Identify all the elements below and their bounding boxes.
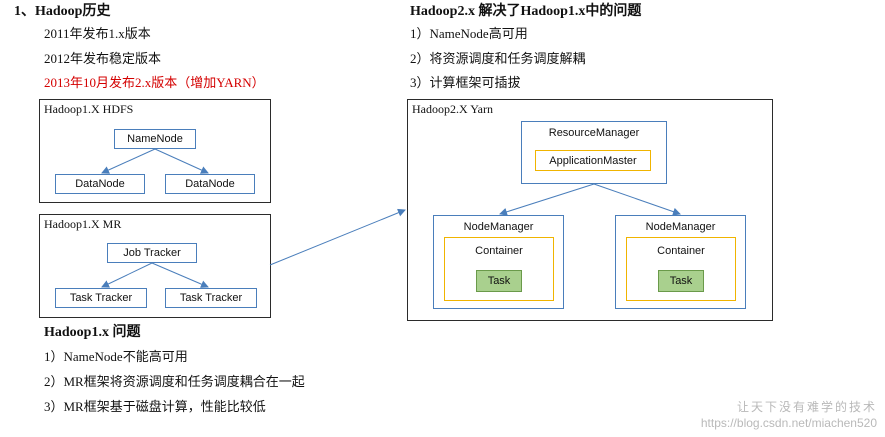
hdfs-frame-title: Hadoop1.X HDFS	[44, 102, 134, 116]
mr-jobtracker: Job Tracker	[107, 243, 197, 263]
history-title: 1、Hadoop历史	[14, 4, 111, 19]
history-item-2011: 2011年发布1.x版本	[44, 26, 151, 41]
mr-frame-title: Hadoop1.X MR	[44, 217, 122, 231]
problem-1: 1）NameNode不能高可用	[44, 349, 188, 364]
solution-2: 2）将资源调度和任务调度解耦	[410, 51, 586, 66]
watermark-slogan: 让天下没有难学的技术	[736, 400, 877, 414]
solve-title: Hadoop2.x 解决了Hadoop1.x中的问题	[410, 4, 642, 19]
watermark: 让天下没有难学的技术 https://blog.csdn.net/miachen…	[701, 399, 877, 431]
mr-tasktracker-2: Task Tracker	[165, 288, 257, 308]
history-item-2012: 2012年发布稳定版本	[44, 51, 162, 66]
container-1-label: Container	[475, 245, 523, 257]
problem-2: 2）MR框架将资源调度和任务调度耦合在一起	[44, 374, 305, 389]
solution-3: 3）计算框架可插拔	[410, 75, 521, 90]
mr-tasktracker-1: Task Tracker	[55, 288, 147, 308]
problems-title: Hadoop1.x 问题	[44, 325, 141, 340]
hdfs-namenode: NameNode	[114, 129, 196, 149]
hdfs-datanode-1: DataNode	[55, 174, 145, 194]
node-manager-2-label: NodeManager	[645, 221, 716, 233]
solution-1: 1）NameNode高可用	[410, 26, 528, 41]
task-2: Task	[658, 270, 704, 292]
container-1: Container	[444, 237, 554, 301]
arrow-mr-to-yarn	[269, 208, 406, 266]
container-2-label: Container	[657, 245, 705, 257]
application-master: ApplicationMaster	[535, 150, 651, 171]
node-manager-1-label: NodeManager	[463, 221, 534, 233]
task-1: Task	[476, 270, 522, 292]
history-item-2013: 2013年10月发布2.x版本（增加YARN）	[44, 75, 265, 90]
resource-manager-label: ResourceManager	[548, 127, 640, 139]
problem-3: 3）MR框架基于磁盘计算，性能比较低	[44, 399, 266, 414]
watermark-url: https://blog.csdn.net/miachen520	[700, 416, 877, 430]
yarn-frame-title: Hadoop2.X Yarn	[412, 102, 493, 116]
hdfs-datanode-2: DataNode	[165, 174, 255, 194]
